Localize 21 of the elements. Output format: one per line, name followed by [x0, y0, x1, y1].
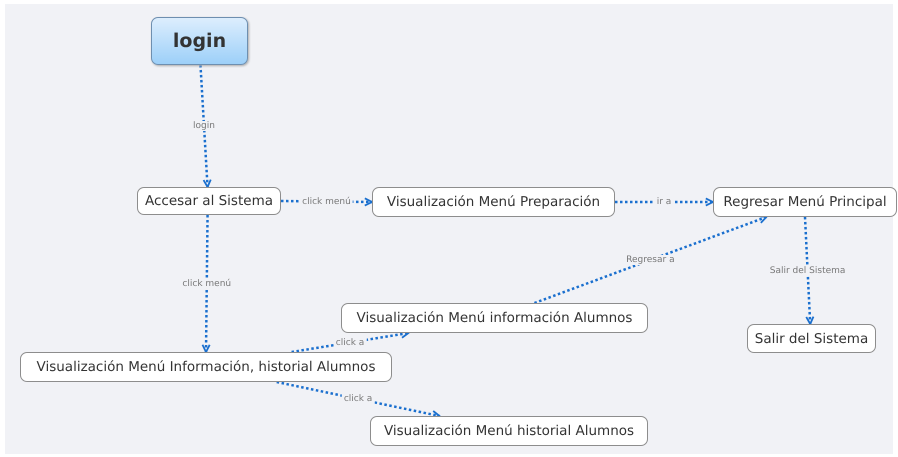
edge-label: Salir del Sistema — [768, 266, 848, 276]
edge-label: click menú — [180, 278, 234, 288]
process-box: Visualización Menú Preparación — [372, 187, 615, 217]
process-box: Accesar al Sistema — [137, 187, 281, 215]
edge-label: ir a — [654, 197, 674, 207]
edge-label: Regresar a — [624, 255, 677, 265]
edge-label: click a — [342, 394, 374, 404]
process-box: Visualización Menú historial Alumnos — [370, 416, 648, 446]
edge-label: login — [191, 121, 217, 131]
process-box: Regresar Menú Principal — [713, 187, 897, 217]
process-box: Salir del Sistema — [747, 324, 876, 353]
edge-label: click a — [334, 338, 366, 348]
process-box: Visualización Menú información Alumnos — [341, 303, 648, 333]
process-box: Visualización Menú Información, historial Alumnos — [20, 352, 392, 382]
start-box: login — [151, 17, 248, 65]
arrow — [615, 198, 714, 206]
arrow — [534, 215, 768, 304]
arrow — [202, 214, 211, 353]
arrow — [804, 216, 814, 325]
arrow — [199, 64, 212, 188]
edge-label: click menú — [300, 196, 353, 206]
